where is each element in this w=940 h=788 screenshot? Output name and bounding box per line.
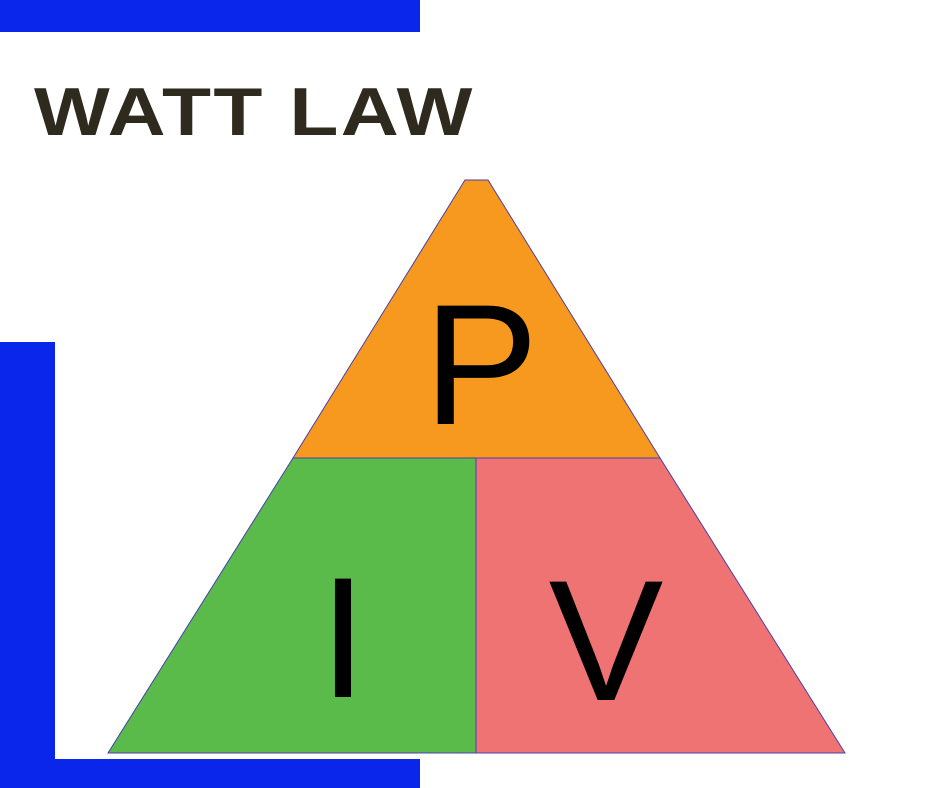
voltage-letter: V [549,545,664,737]
top-accent-bar [0,0,420,32]
current-section [107,457,477,754]
bottom-accent-bar [0,759,420,788]
current-letter: I [319,542,367,734]
voltage-section [475,457,846,754]
page-title: WATT LAW [34,74,475,150]
power-letter: P [424,269,539,461]
left-accent-bar [0,342,55,788]
